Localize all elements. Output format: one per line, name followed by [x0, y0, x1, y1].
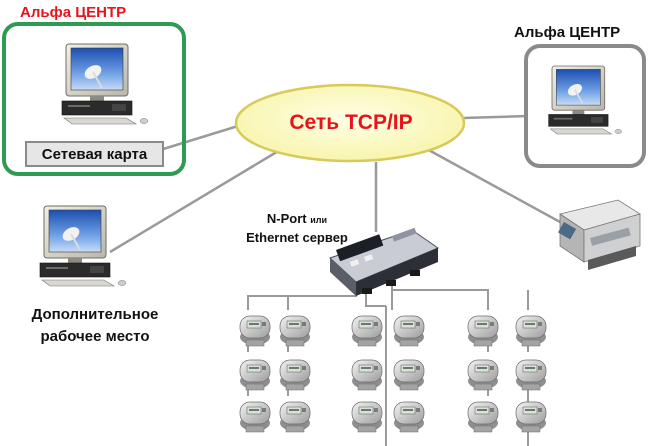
electricity-meter [393, 359, 425, 391]
electricity-meter [467, 315, 499, 347]
workplace-label-line2: рабочее место [40, 328, 150, 345]
electricity-meter [467, 401, 499, 433]
electricity-meter [279, 359, 311, 391]
electricity-meter [239, 359, 271, 391]
electricity-meter [393, 315, 425, 347]
nport-label: N-Port или Ethernet сервер [232, 210, 362, 246]
network-links [109, 114, 561, 254]
electricity-meter [239, 401, 271, 433]
workplace-label-line1: Дополнительное [31, 306, 159, 323]
workplace-pc [39, 205, 127, 287]
nport-device [329, 227, 440, 296]
electricity-meter [351, 315, 383, 347]
alpha-center-label-left: Альфа ЦЕНТР [20, 4, 127, 21]
controller-device [558, 199, 641, 270]
network-label: Сеть TCP/IP [289, 111, 413, 134]
network-ellipse [234, 83, 466, 163]
electricity-meter [515, 401, 547, 433]
alpha-center-label-right: Альфа ЦЕНТР [514, 24, 621, 41]
alpha-center-pc-right [547, 65, 623, 135]
meter-array [239, 315, 547, 433]
electricity-meter [279, 315, 311, 347]
electricity-meter [239, 315, 271, 347]
workplace-label: Дополнительное рабочее место [10, 304, 180, 348]
nport-name: N-Port [266, 211, 307, 226]
electricity-meter [351, 359, 383, 391]
electricity-meter [279, 401, 311, 433]
electricity-meter [467, 359, 499, 391]
nport-or: или [310, 215, 328, 225]
network-card-label: Сетевая карта [25, 141, 164, 167]
electricity-meter [515, 359, 547, 391]
electricity-meter [351, 401, 383, 433]
alpha-center-frame-right [524, 44, 646, 168]
alpha-center-pc-left [61, 43, 149, 125]
nport-ethernet-label: Ethernet сервер [246, 230, 348, 245]
electricity-meter [515, 315, 547, 347]
electricity-meter [393, 401, 425, 433]
alpha-center-frame-left [2, 22, 186, 176]
